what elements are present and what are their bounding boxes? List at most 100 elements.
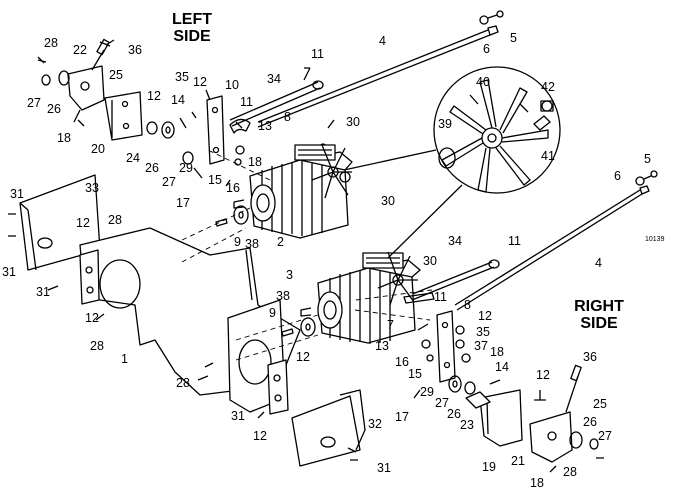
right-bracket-19-23 (465, 389, 523, 447)
callout-36: 36 (128, 43, 142, 57)
left-bolts-36-18 (73, 39, 115, 127)
right-side-title-line1: RIGHT (574, 298, 624, 315)
hydraulic-pump-2 (233, 143, 353, 239)
callout-41: 41 (541, 149, 555, 163)
callout-11: 11 (311, 47, 324, 61)
plate-bracket-left-12 (79, 249, 100, 305)
callout-35: 35 (476, 325, 490, 339)
callout-30: 30 (423, 254, 437, 268)
callout-12: 12 (193, 75, 207, 89)
callout-11: 11 (240, 95, 253, 109)
callout-31: 31 (377, 461, 391, 475)
callout-3: 3 (286, 268, 293, 282)
small-fasteners-upper-mid (303, 67, 351, 183)
left-side-title-line1: LEFT (172, 11, 212, 28)
right-side-title: RIGHT SIDE (570, 298, 628, 332)
callout-38: 38 (276, 289, 290, 303)
callout-5: 5 (510, 31, 517, 45)
right-lever-10 (436, 310, 456, 383)
callout-25: 25 (109, 68, 123, 82)
callout-29: 29 (179, 161, 193, 175)
left-side-title: LEFT SIDE (168, 11, 216, 45)
callout-21: 21 (511, 454, 525, 468)
callout-9: 9 (269, 306, 276, 320)
callout-18: 18 (490, 345, 504, 359)
left-washer-26-27 (37, 56, 70, 86)
left-lever-10 (206, 95, 225, 165)
callout-15: 15 (408, 367, 422, 381)
right-spacers (413, 323, 501, 399)
callout-28: 28 (176, 376, 190, 390)
callout-23: 23 (460, 418, 474, 432)
callout-12: 12 (147, 89, 161, 103)
left-cam-22 (67, 65, 105, 111)
callout-36: 36 (583, 350, 597, 364)
callout-12: 12 (478, 309, 492, 323)
callout-27: 27 (27, 96, 41, 110)
callout-27: 27 (162, 175, 176, 189)
fan-lower-small (377, 251, 418, 306)
callout-30: 30 (346, 115, 360, 129)
callout-27: 27 (435, 396, 449, 410)
callout-6: 6 (483, 42, 490, 56)
callout-30: 30 (381, 194, 395, 208)
callout-26: 26 (447, 407, 461, 421)
right-washer-26-27 (549, 431, 604, 473)
callout-32: 32 (368, 417, 382, 431)
callout-18: 18 (57, 131, 71, 145)
callout-16: 16 (395, 355, 409, 369)
callout-5: 5 (644, 152, 651, 166)
plate-bracket-lower-12 (267, 359, 289, 415)
callout-2: 2 (277, 235, 284, 249)
callout-11: 11 (508, 234, 521, 248)
callout-14: 14 (171, 93, 185, 107)
callout-25: 25 (593, 397, 607, 411)
ball-joint-5-6-upper (479, 10, 504, 25)
callout-31: 31 (2, 265, 16, 279)
washer-38-lower (300, 317, 316, 337)
callout-27: 27 (598, 429, 612, 443)
plate-bolts (8, 213, 358, 461)
callout-13: 13 (258, 119, 272, 133)
callout-9: 9 (234, 235, 241, 249)
left-spacers (146, 89, 245, 187)
callout-28: 28 (44, 36, 58, 50)
callout-8: 8 (284, 110, 291, 124)
callout-28: 28 (563, 465, 577, 479)
callout-38: 38 (245, 237, 259, 251)
left-bracket-20 (104, 91, 143, 141)
callout-19: 19 (482, 460, 496, 474)
reference-number: 10139 (645, 236, 665, 243)
callout-22: 22 (73, 43, 87, 57)
callout-40: 40 (476, 75, 490, 89)
left-link-11 (229, 118, 251, 134)
callout-12: 12 (253, 429, 267, 443)
callout-12: 12 (85, 311, 99, 325)
callout-17: 17 (176, 196, 190, 210)
pin-9-lower (281, 328, 294, 337)
callout-20: 20 (91, 142, 105, 156)
left-side-title-line2: SIDE (173, 28, 211, 45)
washer-38-upper (233, 205, 249, 225)
pin-9-upper (215, 218, 228, 227)
right-spring-25 (565, 364, 582, 413)
callout-37: 37 (474, 339, 488, 353)
callout-4: 4 (379, 34, 386, 48)
ball-joint-5-6-lower (635, 170, 658, 186)
right-side-title-line2: SIDE (580, 315, 618, 332)
callout-28: 28 (90, 339, 104, 353)
callout-12: 12 (536, 368, 550, 382)
callout-10: 10 (225, 78, 239, 92)
callout-18: 18 (530, 476, 544, 490)
callout-33: 33 (85, 181, 99, 195)
callout-42: 42 (541, 80, 555, 94)
callout-13: 13 (375, 339, 389, 353)
callout-8: 8 (464, 298, 471, 312)
callout-18: 18 (248, 155, 262, 169)
callout-24: 24 (126, 151, 140, 165)
callout-1: 1 (121, 352, 128, 366)
callout-14: 14 (495, 360, 509, 374)
callout-16: 16 (226, 181, 240, 195)
callout-12: 12 (296, 350, 310, 364)
callout-31: 31 (231, 409, 245, 423)
